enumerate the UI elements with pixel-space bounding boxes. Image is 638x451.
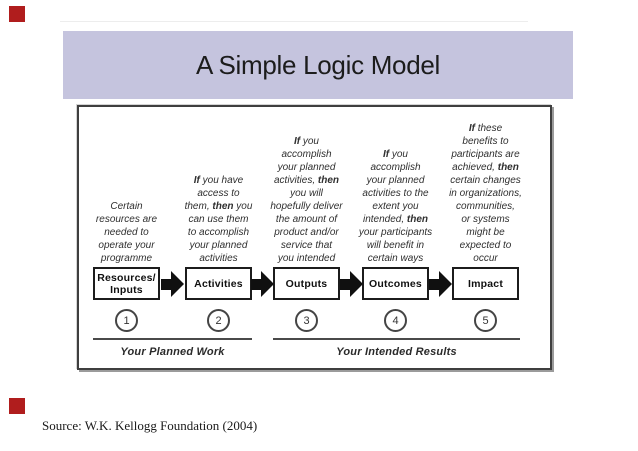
intended-results-bracket-line	[273, 338, 520, 340]
flow-arrow-icon-1	[161, 271, 184, 297]
slide-title: A Simple Logic Model	[195, 49, 441, 80]
planned-work-bracket-line	[93, 338, 252, 340]
red-square-marker-bottom	[9, 398, 25, 414]
title-bar: A Simple Logic Model	[63, 31, 573, 99]
stage-box-outcomes: Outcomes	[362, 267, 429, 300]
step-number-circle-2: 2	[207, 309, 230, 332]
step-number-circle-3: 3	[295, 309, 318, 332]
planned-work-label: Your Planned Work	[120, 346, 225, 358]
flow-arrow-icon-4	[429, 271, 452, 297]
step-number-circle-1: 1	[115, 309, 138, 332]
flow-arrow-icon-3	[339, 271, 363, 297]
step-number-circle-5: 5	[474, 309, 497, 332]
flow-arrow-icon-2	[251, 271, 274, 297]
intended-results-label: Your Intended Results	[336, 346, 457, 358]
stage-box-impact: Impact	[452, 267, 519, 300]
stage-box-resourcesinputs: Resources/Inputs	[93, 267, 160, 300]
step-number-circle-4: 4	[384, 309, 407, 332]
decorative-line	[60, 21, 528, 22]
source-citation: Source: W.K. Kellogg Foundation (2004)	[42, 418, 258, 433]
stage-box-activities: Activities	[185, 267, 252, 300]
stage-box-outputs: Outputs	[273, 267, 340, 300]
red-square-marker-top	[9, 6, 25, 22]
